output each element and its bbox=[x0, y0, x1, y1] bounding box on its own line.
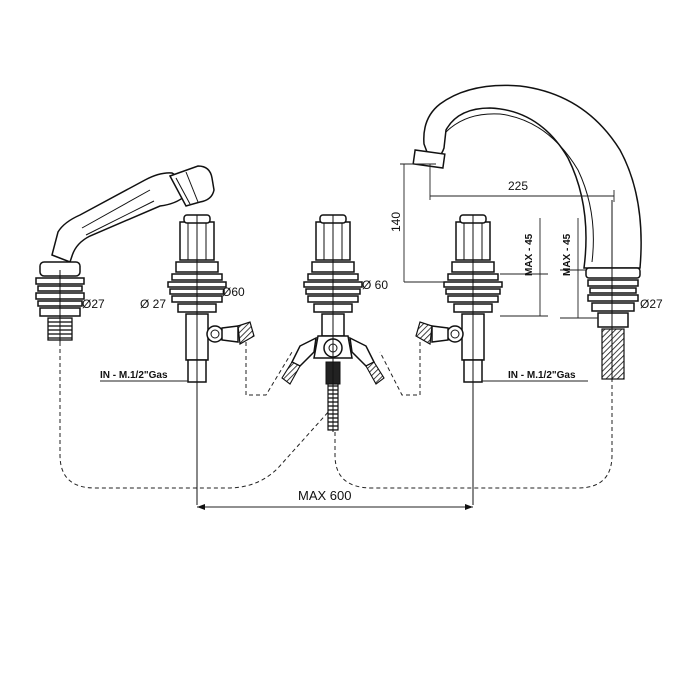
spout-arch bbox=[423, 84, 642, 269]
hand-shower-handle bbox=[51, 172, 186, 263]
left-valve bbox=[167, 214, 255, 505]
right-valve-max-deck-label: MAX - 45 bbox=[524, 233, 535, 276]
spout-max-deck-label: MAX - 45 bbox=[562, 233, 573, 276]
hand-shower-hose bbox=[59, 342, 331, 489]
left-valve-base-diameter-label: Ø 27 bbox=[140, 297, 166, 311]
left-valve-flange-diameter-label: Ø60 bbox=[222, 285, 245, 299]
right-valve-deck-dimension bbox=[500, 218, 548, 317]
center-valve-flange-diameter-label: Ø 60 bbox=[362, 278, 388, 292]
hand-shower bbox=[35, 165, 215, 342]
spout-height-label: 140 bbox=[389, 212, 403, 232]
spout-diameter-label: Ø27 bbox=[640, 297, 663, 311]
overall-spacing-dimension bbox=[197, 504, 473, 510]
spout-projection-label: 225 bbox=[508, 179, 528, 193]
right-valve-hose bbox=[379, 335, 421, 396]
dashed-hoses bbox=[59, 335, 613, 489]
overall-max-spacing-label: MAX 600 bbox=[298, 488, 351, 503]
hand-shower-diameter-label: Ø27 bbox=[82, 297, 105, 311]
left-valve-hose bbox=[245, 335, 293, 396]
center-diverter-valve bbox=[281, 214, 385, 432]
spout-hose bbox=[334, 378, 613, 489]
spout-dimensions bbox=[400, 163, 615, 319]
spout bbox=[412, 84, 642, 380]
right-valve bbox=[415, 214, 503, 505]
left-inlet-label: IN - M.1/2"Gas bbox=[100, 370, 168, 381]
right-inlet-label: IN - M.1/2"Gas bbox=[508, 370, 576, 381]
